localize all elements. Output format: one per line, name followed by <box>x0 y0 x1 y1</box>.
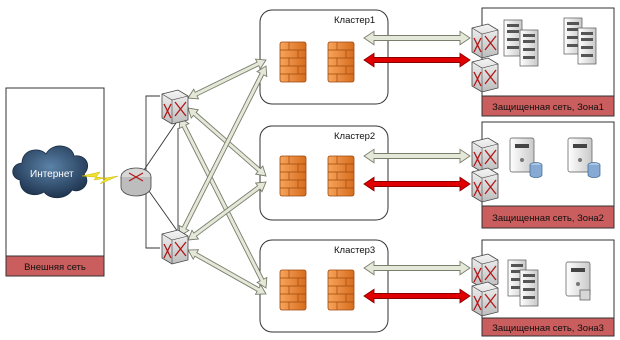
link-arrow <box>363 30 471 46</box>
link-arrows <box>178 30 471 295</box>
zone-switch-icon <box>471 23 499 59</box>
zone-1-label: Защищенная сеть, Зона1 <box>492 102 604 113</box>
core-switch-bottom-icon <box>161 229 189 265</box>
core-switch-top-icon <box>161 89 189 125</box>
link-arrow <box>178 65 268 237</box>
firewall-icon <box>279 41 307 83</box>
red-arrow <box>363 52 471 68</box>
link-arrow <box>363 260 471 276</box>
server-icon <box>565 261 591 301</box>
red-arrow <box>363 176 471 192</box>
internet-cloud-icon <box>12 145 119 199</box>
cluster-1-label: Кластер1 <box>334 15 375 26</box>
red-arrows <box>363 52 471 304</box>
cluster-box-3: Кластер3 <box>259 239 389 333</box>
firewall-icon <box>327 41 355 83</box>
router-icon <box>120 167 152 197</box>
firewall-icon <box>327 269 355 311</box>
zone-switch-icon <box>471 57 499 93</box>
zone-switch-icon <box>471 137 499 173</box>
link-arrow <box>187 58 267 100</box>
firewall-icon <box>279 269 307 311</box>
link-arrow <box>178 117 268 289</box>
firewall-icon <box>279 155 307 197</box>
cluster-box-2: Кластер2 <box>259 125 389 221</box>
external-network-label: Внешняя сеть <box>24 262 86 273</box>
zone-2-label: Защищенная сеть, Зона2 <box>492 213 604 224</box>
link-arrow <box>363 148 471 164</box>
link-arrow <box>187 181 267 241</box>
cluster-3-label: Кластер3 <box>334 245 375 256</box>
zone-3-label: Защищенная сеть, Зона3 <box>492 323 604 334</box>
zone-box-3: Защищенная сеть, Зона3 <box>481 239 615 337</box>
internet-label: Интернет <box>30 169 74 180</box>
cluster-2-label: Кластер2 <box>334 131 375 142</box>
red-arrow <box>363 288 471 304</box>
firewall-icon <box>327 155 355 197</box>
link-arrow <box>187 249 267 295</box>
zone-switch-icon <box>471 167 499 203</box>
lightning-icon <box>81 171 119 185</box>
zone-switch-icon <box>471 281 499 317</box>
